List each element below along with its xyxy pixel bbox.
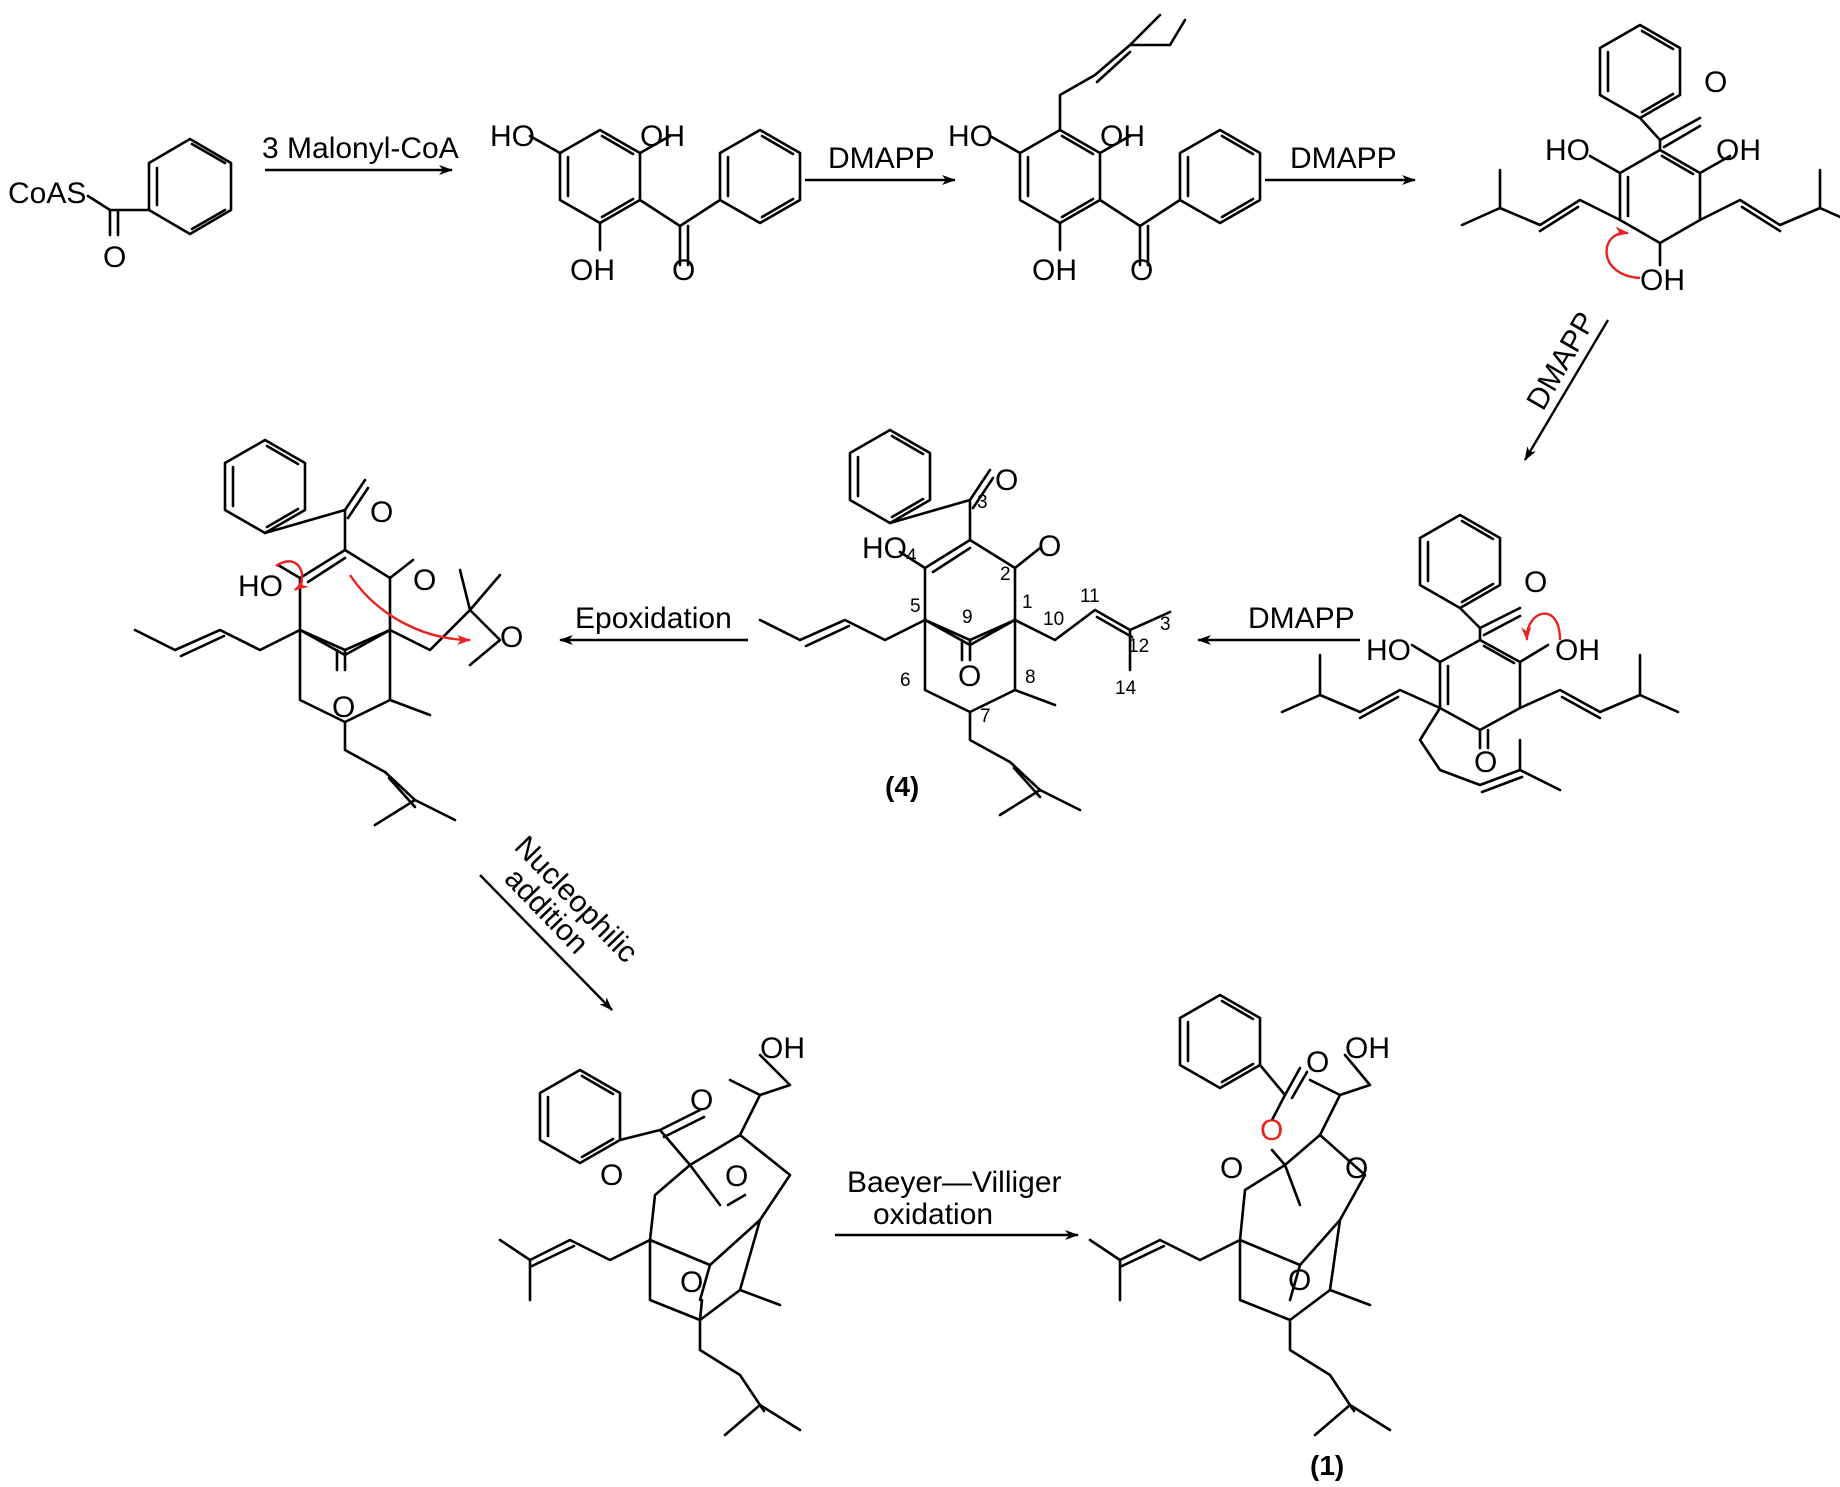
atom-o: O xyxy=(332,691,355,724)
mechanism-arrow xyxy=(275,560,309,591)
compound-benzoyl-coa: CoAS O xyxy=(8,137,233,274)
atom-number: 6 xyxy=(900,670,911,691)
atom-coas: CoAS xyxy=(8,177,86,210)
compound-benzophenone: HO OH OH O xyxy=(490,120,802,287)
atom-number: 12 xyxy=(1128,636,1149,657)
atom-number: 9 xyxy=(962,607,973,628)
reagent-epoxidation: Epoxidation xyxy=(575,602,732,635)
mechanism-arrow xyxy=(349,574,471,645)
arrow-step-6: Epoxidation xyxy=(559,602,748,645)
atom-o: O xyxy=(600,1159,623,1192)
compound-label-1: (1) xyxy=(1310,1450,1344,1481)
atom-oh: OH xyxy=(640,120,685,153)
atom-o: O xyxy=(413,564,436,597)
atom-number: 5 xyxy=(910,596,921,617)
atom-ho: HO xyxy=(1545,134,1590,167)
compound-epoxide: HO O O O O xyxy=(133,438,523,827)
compound-tri-prenyl: HO OH O O xyxy=(1280,513,1680,794)
atom-oh: OH xyxy=(1640,264,1685,297)
atom-o: O xyxy=(680,1266,703,1299)
atom-oh: OH xyxy=(760,1032,805,1065)
arrow-step-8: Baeyer—Villiger oxidation xyxy=(835,1166,1079,1240)
arrow-step-4: DMAPP xyxy=(1520,307,1610,461)
atom-number: 10 xyxy=(1043,609,1064,630)
compound-1: OH O O O O O (1) xyxy=(1088,993,1392,1481)
atom-number: 1 xyxy=(1022,592,1033,613)
atom-o: O xyxy=(995,464,1018,497)
atom-o: O xyxy=(1038,530,1061,563)
atom-o: O xyxy=(1345,1152,1368,1185)
atom-number: 2 xyxy=(1000,564,1011,585)
arrow-step-5: DMAPP xyxy=(1197,602,1360,645)
atom-o: O xyxy=(725,1160,748,1193)
arrow-step-7: Nucleophilic addition xyxy=(479,830,644,1011)
reagent-dmapp-1: DMAPP xyxy=(828,142,935,175)
atom-oh: OH xyxy=(1345,1032,1390,1065)
compound-di-prenyl: HO OH OH O xyxy=(1460,23,1840,297)
atom-number: 4 xyxy=(906,546,917,567)
reagent-malonyl-coa: 3 Malonyl-CoA xyxy=(262,132,459,165)
atom-number: 7 xyxy=(980,706,991,727)
atom-o: O xyxy=(1220,1152,1243,1185)
atom-o: O xyxy=(958,660,981,693)
atom-ho: HO xyxy=(862,532,907,565)
atom-oh: OH xyxy=(570,254,615,287)
atom-number: 11 xyxy=(1080,586,1100,607)
atom-number: 14 xyxy=(1115,678,1137,699)
atom-o: O xyxy=(1474,746,1497,779)
atom-o-ester: O xyxy=(1260,1114,1283,1147)
mechanism-arrow xyxy=(1521,612,1562,641)
atom-oh: OH xyxy=(1032,254,1077,287)
atom-number: 8 xyxy=(1025,667,1036,688)
atom-oh: OH xyxy=(1555,634,1600,667)
compound-4: HO O O O 1 2 3 4 5 6 7 8 9 10 11 12 3 14… xyxy=(758,428,1172,817)
atom-ho: HO xyxy=(1366,634,1411,667)
reagent-dmapp-4: DMAPP xyxy=(1248,602,1355,635)
atom-ho: HO xyxy=(238,570,283,603)
atom-o: O xyxy=(1524,566,1547,599)
atom-number: 3 xyxy=(977,492,988,513)
arrow-step-3: DMAPP xyxy=(1265,142,1416,185)
atom-number: 3 xyxy=(1160,614,1171,635)
atom-o: O xyxy=(1288,1264,1311,1297)
compound-mono-prenyl: HO OH OH O xyxy=(948,13,1262,287)
atom-o: O xyxy=(370,496,393,529)
arrow-step-1: 3 Malonyl-CoA xyxy=(262,132,459,175)
atom-o: O xyxy=(1130,254,1153,287)
atom-o: O xyxy=(1306,1046,1329,1079)
atom-o-epoxide: O xyxy=(500,621,523,654)
atom-o: O xyxy=(690,1084,713,1117)
reagent-baeyer-villiger: Baeyer—Villiger xyxy=(847,1166,1062,1199)
atom-o: O xyxy=(672,254,695,287)
atom-oh: OH xyxy=(1716,134,1761,167)
reagent-oxidation: oxidation xyxy=(873,1198,993,1231)
compound-adamantane: OH O O O O xyxy=(498,1032,805,1437)
atom-o: O xyxy=(1704,66,1727,99)
mechanism-arrow xyxy=(1605,226,1641,280)
atom-o: O xyxy=(103,241,126,274)
reagent-dmapp-2: DMAPP xyxy=(1290,142,1397,175)
atom-ho: HO xyxy=(948,120,993,153)
atom-oh: OH xyxy=(1100,120,1145,153)
compound-label-4: (4) xyxy=(885,771,919,802)
arrow-step-2: DMAPP xyxy=(805,142,956,185)
atom-ho: HO xyxy=(490,120,535,153)
